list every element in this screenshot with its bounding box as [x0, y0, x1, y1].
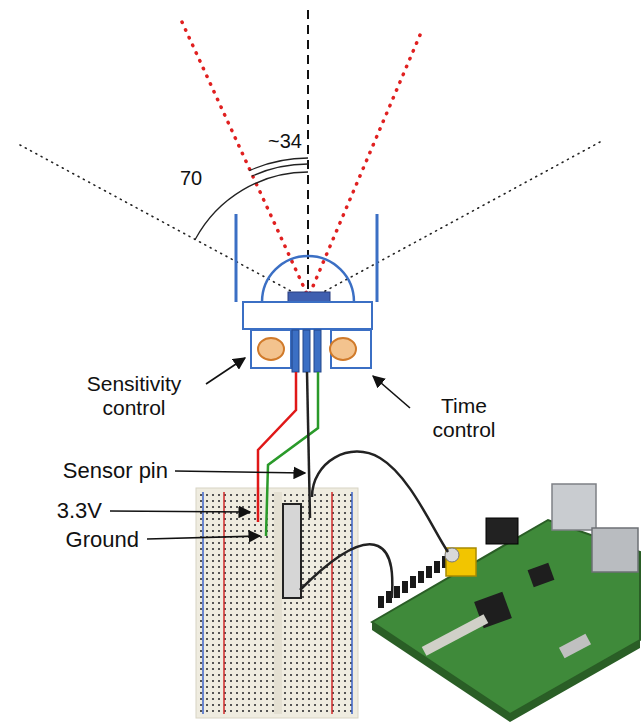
sensor-dome — [262, 256, 354, 302]
angle-label: 70 — [180, 167, 202, 190]
breadboard-channel — [274, 492, 282, 714]
usb-port — [552, 484, 596, 530]
detection-line — [305, 35, 420, 305]
power-rail — [351, 492, 353, 714]
sensor-pin-leg — [314, 330, 321, 372]
leader-arrow — [110, 511, 250, 512]
rca-jack — [446, 548, 476, 576]
gpio-header — [378, 556, 448, 608]
jumper-wire — [312, 452, 448, 552]
ground-wire — [266, 372, 318, 536]
sensor-shield — [376, 214, 379, 302]
potentiometer — [251, 330, 291, 368]
sensor-shield — [235, 214, 238, 302]
board-edge — [372, 622, 640, 722]
jumper-wire — [300, 544, 392, 598]
angle-arc — [195, 172, 308, 239]
ribbon-connector — [422, 614, 489, 656]
leader-arrow — [373, 376, 410, 408]
pin-label: 3.3V — [57, 498, 102, 523]
breadboard — [196, 488, 358, 718]
power-rail — [202, 492, 204, 714]
breadboard-holes — [198, 492, 356, 714]
sensor-board — [243, 302, 372, 329]
pin-label: Ground — [66, 527, 139, 552]
audio-jack — [486, 518, 518, 544]
sensor-pin-leg — [292, 330, 299, 372]
pin-label: Sensor pin — [63, 458, 168, 483]
sensor-pin-leg — [303, 330, 310, 372]
signal-wire — [307, 372, 310, 518]
jumper-block — [283, 504, 301, 598]
potentiometer-knob — [258, 338, 284, 360]
detection-line — [182, 22, 312, 305]
potentiometer — [331, 330, 371, 368]
leader-arrow — [147, 536, 260, 539]
potentiometer-knob — [330, 338, 356, 360]
ethernet-port — [592, 528, 638, 572]
angle-arc — [249, 158, 308, 171]
raspberry-pi-board — [372, 520, 640, 714]
chip — [528, 563, 555, 587]
angle-label: ~34 — [268, 130, 302, 153]
micro-usb — [559, 634, 591, 659]
power-rail — [223, 492, 225, 714]
part-label: Sensitivity control — [70, 372, 198, 420]
part-label: Time control — [416, 394, 512, 442]
sensor-element — [288, 292, 330, 302]
leader-arrow — [175, 471, 305, 473]
leader-arrow — [206, 358, 245, 384]
view-limit-line — [316, 142, 600, 296]
power-rail — [331, 492, 333, 714]
